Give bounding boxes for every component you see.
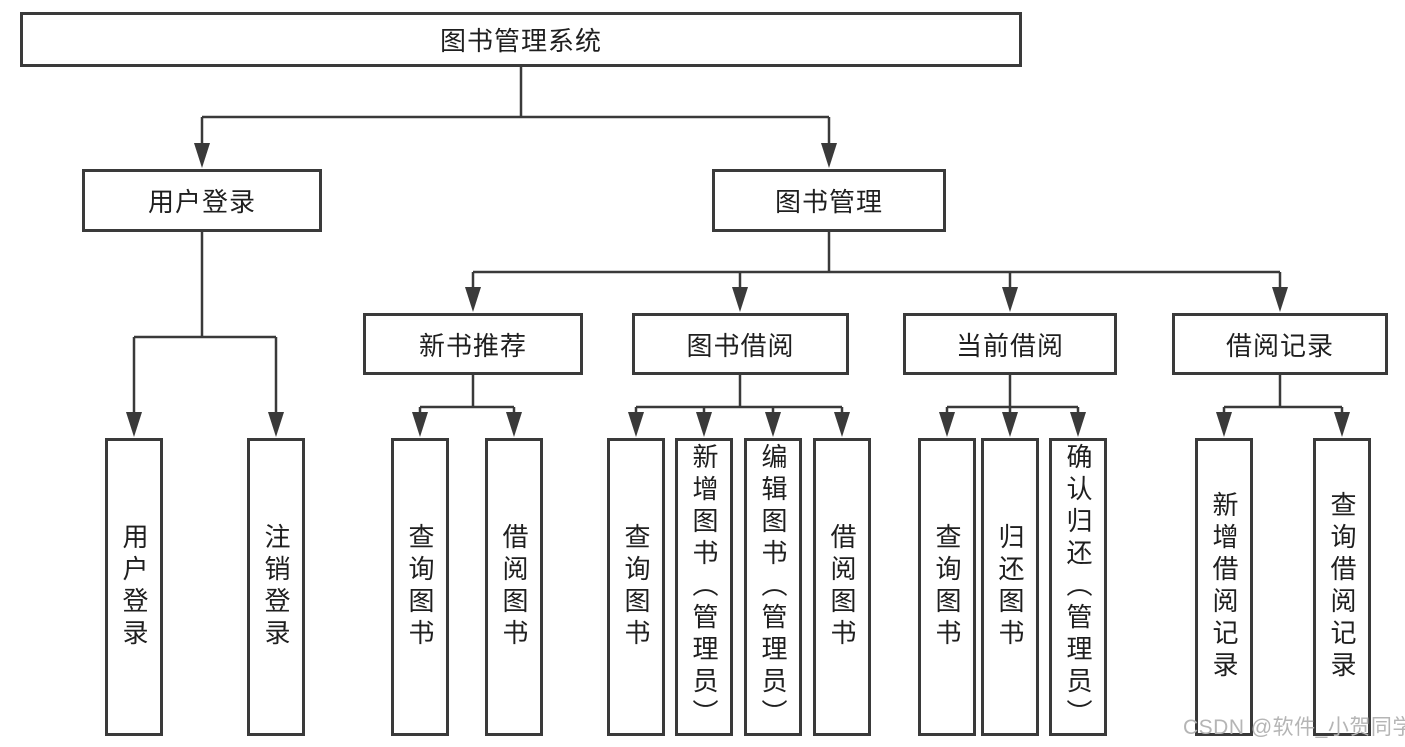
- node-book-management: 图书管理: [712, 169, 946, 232]
- leaf-query-books-recommend: 查询图书: [391, 438, 449, 736]
- arrowhead-icon: [268, 412, 284, 437]
- leaf-query-borrow-record-label: 查询借阅记录: [1327, 491, 1357, 683]
- leaf-logout-label: 注销登录: [261, 523, 291, 651]
- node-user-login: 用户登录: [82, 169, 322, 232]
- arrowhead-icon: [126, 412, 142, 437]
- leaf-query-books-recommend-label: 查询图书: [405, 523, 435, 651]
- arrowhead-icon: [1002, 412, 1018, 437]
- arrowhead-icon: [465, 287, 481, 312]
- leaf-confirm-return-admin: 确认归还（管理员）: [1049, 438, 1107, 736]
- arrowhead-icon: [628, 412, 644, 437]
- leaf-logout: 注销登录: [247, 438, 305, 736]
- node-current-borrow: 当前借阅: [903, 313, 1117, 375]
- leaf-return-books-label: 归还图书: [995, 523, 1025, 651]
- node-root-label: 图书管理系统: [439, 26, 602, 56]
- arrowhead-icon: [1272, 287, 1288, 312]
- node-root: 图书管理系统: [20, 12, 1022, 67]
- node-new-book-recommend: 新书推荐: [363, 313, 583, 375]
- node-user-login-label: 用户登录: [147, 187, 256, 217]
- connector-path: [132, 67, 1344, 416]
- node-new-book-recommend-label: 新书推荐: [418, 330, 527, 361]
- leaf-borrow-books: 借阅图书: [813, 438, 871, 736]
- leaf-return-books: 归还图书: [981, 438, 1039, 736]
- arrowhead-icon: [1070, 412, 1086, 437]
- arrowhead-icon: [939, 412, 955, 437]
- arrowhead-icon: [194, 143, 210, 168]
- arrowhead-icon: [1002, 287, 1018, 312]
- leaf-user-login-label: 用户登录: [119, 523, 149, 651]
- node-book-borrow: 图书借阅: [632, 313, 849, 375]
- watermark-text: CSDN @软件_小贺同学: [1183, 716, 1405, 739]
- arrowheads: [126, 143, 1350, 437]
- arrowhead-icon: [821, 143, 837, 168]
- node-borrow-record-label: 借阅记录: [1225, 330, 1334, 361]
- leaf-edit-books-admin: 编辑图书（管理员）: [744, 438, 802, 736]
- node-current-borrow-label: 当前借阅: [955, 330, 1064, 361]
- node-book-borrow-label: 图书借阅: [686, 330, 795, 361]
- arrowhead-icon: [1334, 412, 1350, 437]
- leaf-user-login: 用户登录: [105, 438, 163, 736]
- arrowhead-icon: [506, 412, 522, 437]
- leaf-add-borrow-record: 新增借阅记录: [1195, 438, 1253, 736]
- leaf-edit-books-admin-label: 编辑图书（管理员）: [758, 443, 788, 731]
- node-borrow-record: 借阅记录: [1172, 313, 1388, 375]
- leaf-confirm-return-admin-label: 确认归还（管理员）: [1063, 443, 1093, 731]
- arrowhead-icon: [732, 287, 748, 312]
- leaf-add-books-admin-label: 新增图书（管理员）: [689, 443, 719, 731]
- leaf-add-borrow-record-label: 新增借阅记录: [1209, 491, 1239, 683]
- arrowhead-icon: [412, 412, 428, 437]
- node-book-management-label: 图书管理: [774, 187, 883, 217]
- leaf-query-borrow-record: 查询借阅记录: [1313, 438, 1371, 736]
- leaf-borrow-books-recommend-label: 借阅图书: [499, 523, 529, 651]
- leaf-query-books-current-label: 查询图书: [932, 523, 962, 651]
- arrowhead-icon: [765, 412, 781, 437]
- arrowhead-icon: [834, 412, 850, 437]
- leaf-borrow-books-recommend: 借阅图书: [485, 438, 543, 736]
- arrowhead-icon: [696, 412, 712, 437]
- leaf-query-books-borrow-label: 查询图书: [621, 523, 651, 651]
- arrowhead-icon: [1216, 412, 1232, 437]
- leaf-borrow-books-label: 借阅图书: [827, 523, 857, 651]
- leaf-query-books-borrow: 查询图书: [607, 438, 665, 736]
- leaf-query-books-current: 查询图书: [918, 438, 976, 736]
- leaf-add-books-admin: 新增图书（管理员）: [675, 438, 733, 736]
